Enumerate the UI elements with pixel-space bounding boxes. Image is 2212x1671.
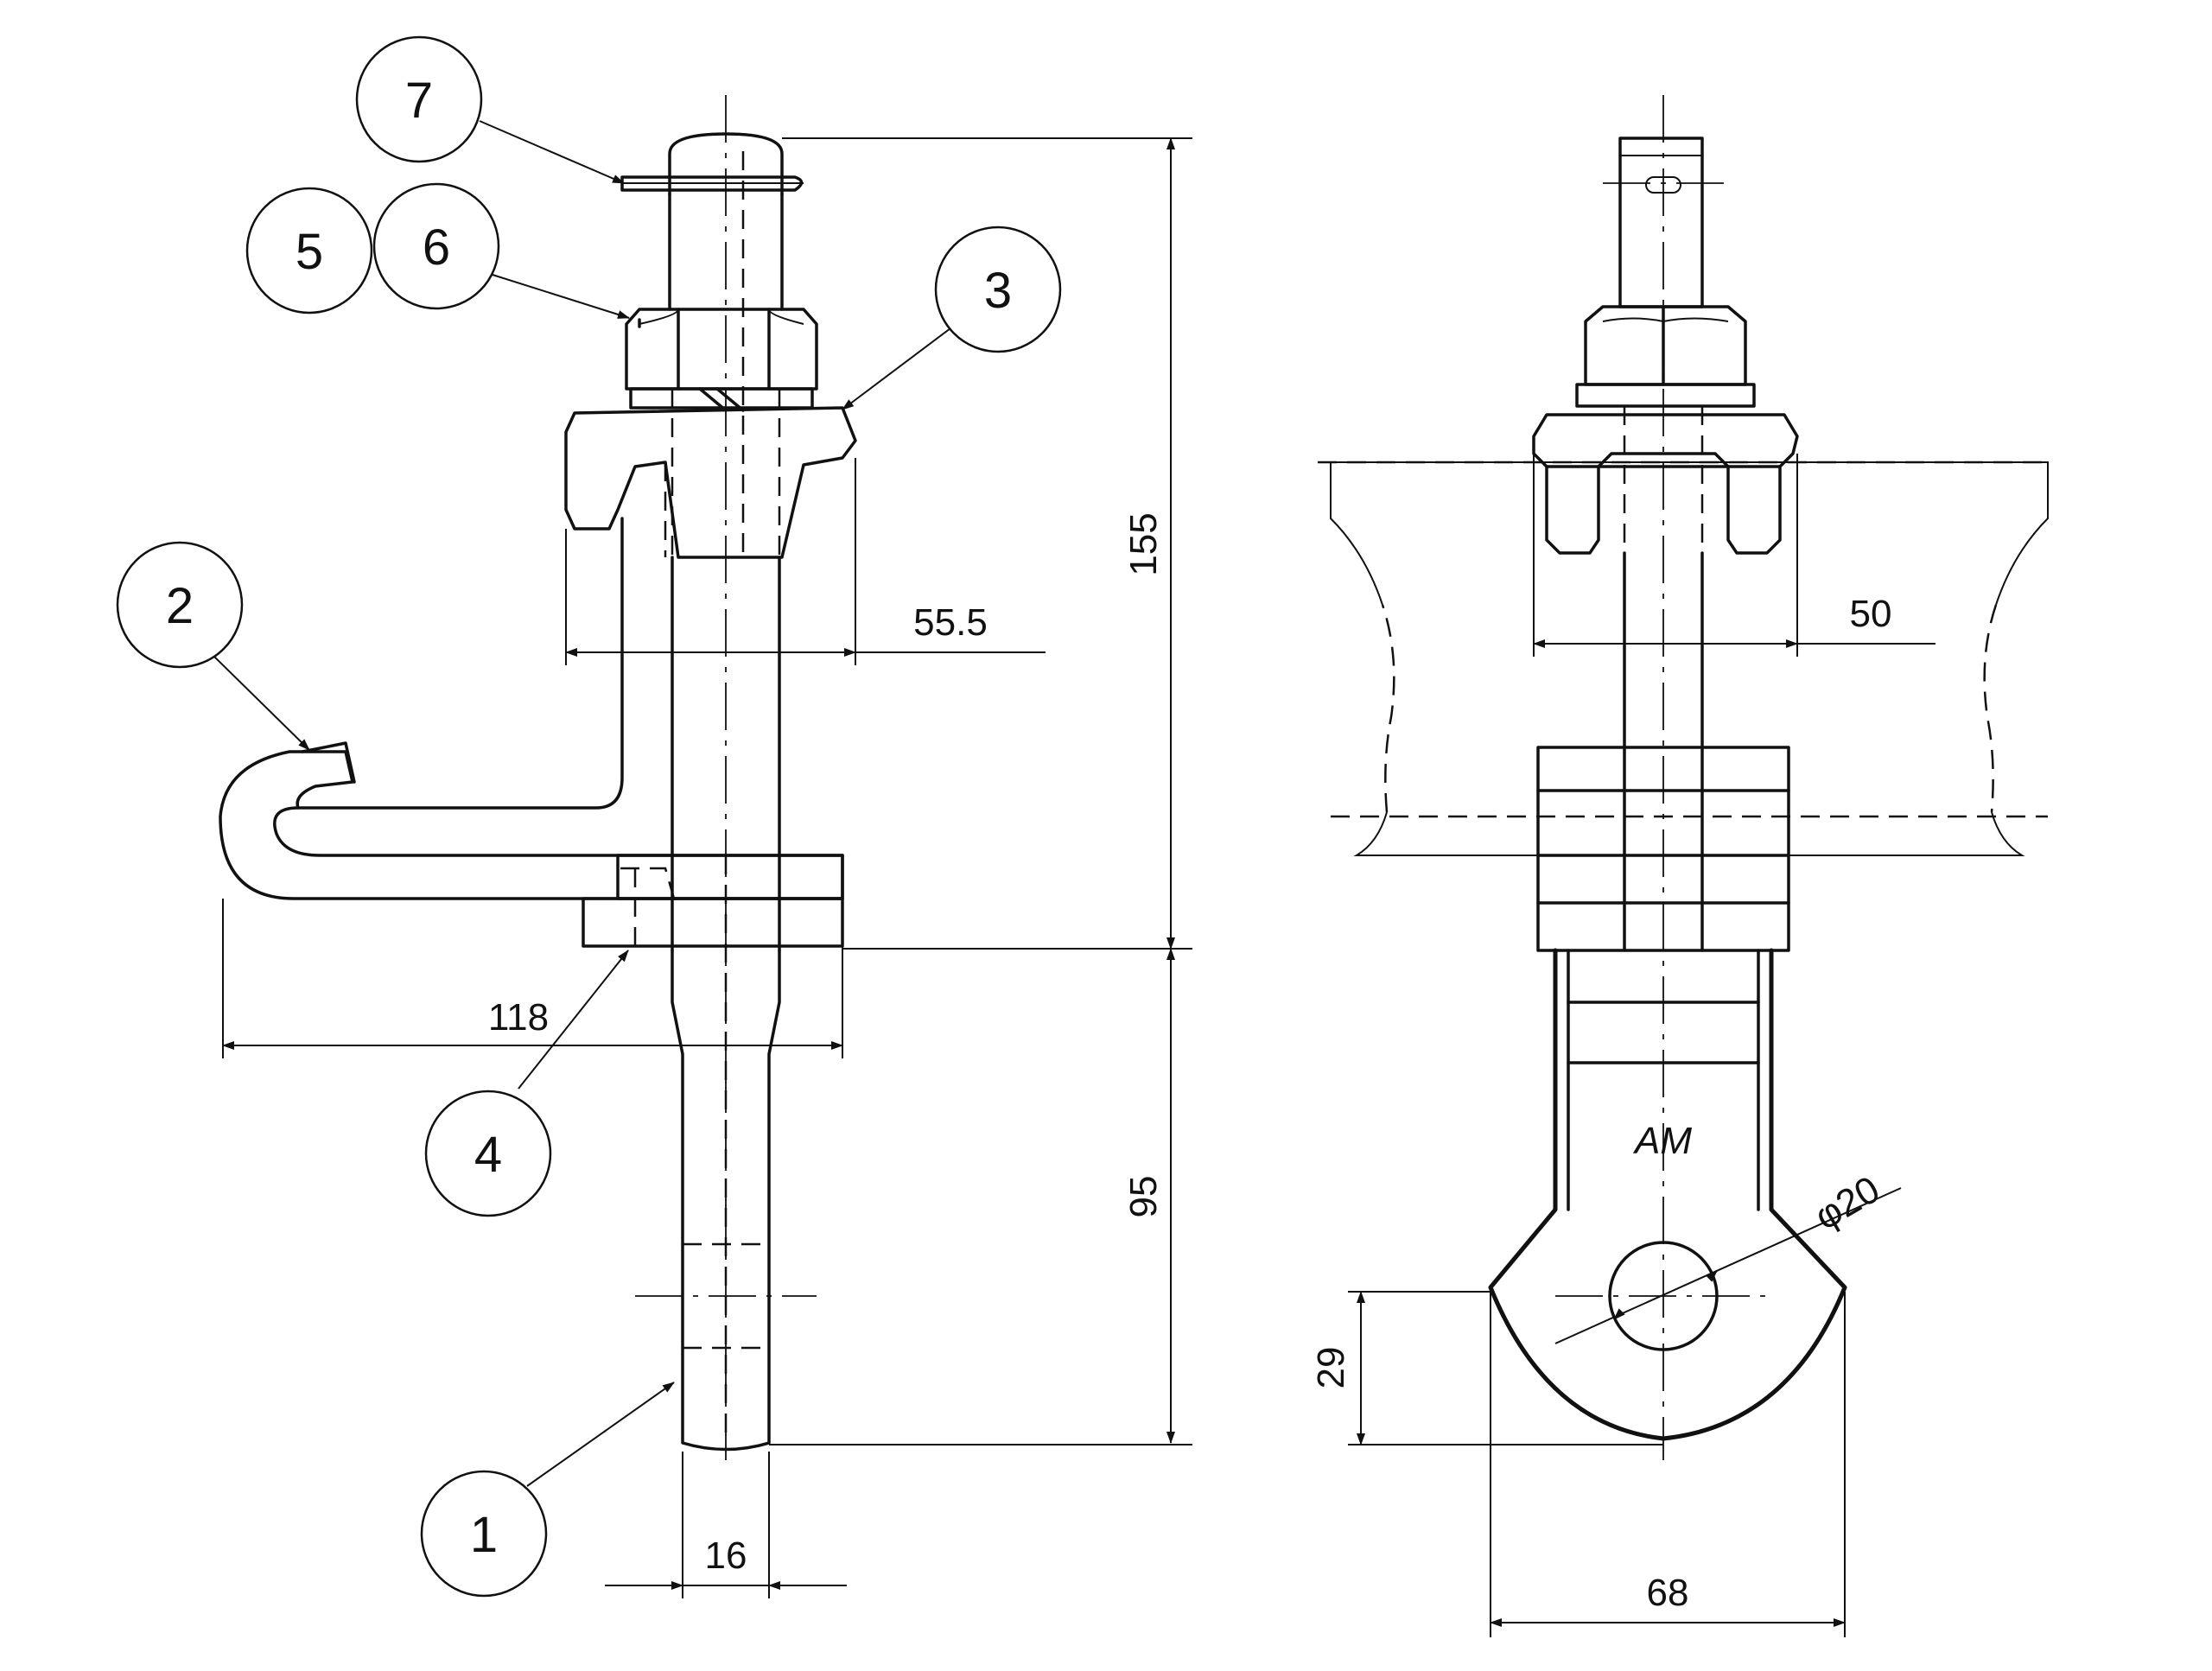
front-view: AM [1318,95,2049,1460]
dim-68: 68 [1647,1572,1689,1614]
svg-text:5: 5 [296,224,323,280]
svg-text:4: 4 [474,1127,502,1183]
balloon-3: 3 [842,226,1062,410]
svg-text:6: 6 [423,219,450,276]
dim-155: 155 [1122,512,1165,575]
dim-50: 50 [1850,593,1892,635]
balloon-4: 4 [424,950,629,1217]
svg-text:7: 7 [405,73,433,129]
svg-text:3: 3 [984,263,1012,319]
side-view-dimensions: 155 95 55.5 118 16 [222,137,1192,1598]
dim-phi20: φ20 [1808,1168,1887,1238]
balloon-1: 1 [420,1382,675,1598]
dim-16: 16 [705,1534,747,1577]
dim-29: 29 [1310,1347,1352,1389]
dim-55-5: 55.5 [913,601,988,644]
dim-95: 95 [1122,1176,1165,1218]
balloon-2: 2 [116,541,310,751]
side-view [219,95,857,1460]
svg-text:1: 1 [470,1507,498,1563]
front-view-dimensions: 50 φ20 29 68 [1310,454,1936,1637]
svg-text:2: 2 [166,578,194,634]
balloon-6: 6 [372,182,630,319]
balloon-7: 7 [355,35,625,184]
balloons: 7 5 6 3 2 4 1 [116,35,1062,1598]
balloon-5: 5 [245,187,373,315]
maker-mark: AM [1632,1120,1692,1162]
dim-118: 118 [488,996,549,1039]
